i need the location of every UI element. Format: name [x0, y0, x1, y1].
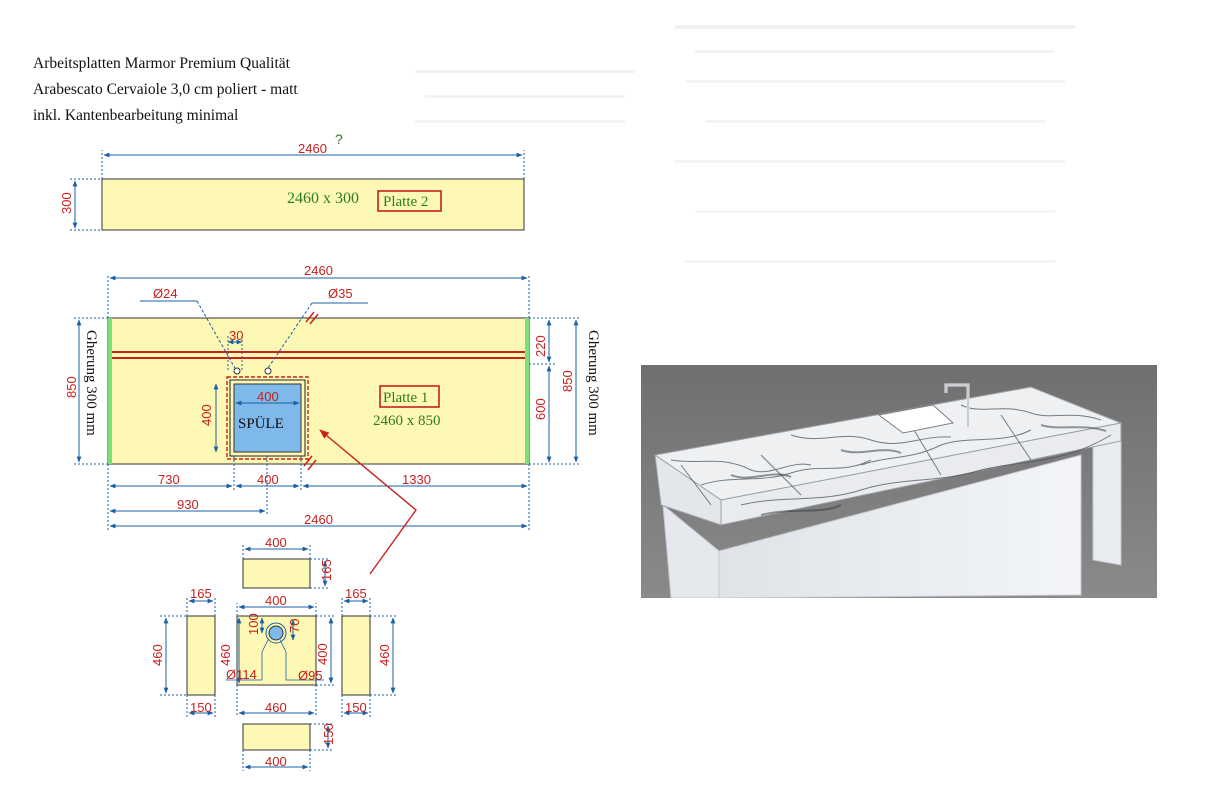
- countertop-left-edge: [654, 453, 722, 526]
- dim-930-label: 930: [177, 497, 199, 512]
- header-line-3: inkl. Kantenbearbeitung minimal: [33, 107, 239, 124]
- sink-width-label: 400: [257, 389, 279, 404]
- dim-70-label: 70: [287, 619, 302, 633]
- faded-scan-strip: [415, 60, 645, 130]
- tap-hole-right: [264, 367, 272, 375]
- header-line-1: Arbeitsplatten Marmor Premium Qualität: [33, 55, 290, 72]
- plate-2-name-box: [377, 190, 442, 212]
- drain-95-label: Ø95: [298, 668, 323, 683]
- dim-400-label: 400: [257, 472, 279, 487]
- sink-part-left-width: 165: [190, 586, 212, 601]
- sink-part-right-width: 165: [345, 586, 367, 601]
- drain-114-label: Ø114: [226, 667, 257, 682]
- dim-220-label: 220: [533, 335, 548, 357]
- dim-730-label: 730: [158, 472, 180, 487]
- sink-basin: [233, 383, 302, 453]
- sink-part-right-height: 460: [377, 644, 392, 666]
- plate-2-width-label: 2460: [298, 141, 327, 156]
- sink-part-center-inner-height: 460: [218, 644, 233, 666]
- plate-1-size-label: 2460 x 850: [373, 413, 441, 429]
- sink-part-left: [186, 615, 216, 696]
- plate-2: 2460 ? 300 2460 x 300 Platte 2: [59, 131, 525, 231]
- sink-part-center-bottom: 460: [265, 700, 287, 715]
- drain-hole: [268, 625, 284, 641]
- dim-30-label: 30: [229, 328, 243, 343]
- dim-600-label: 600: [533, 398, 548, 420]
- plate-1: 2460 Ø24 Ø35 30 400 400 SPÜLE Platte 1 2…: [64, 263, 601, 575]
- dim-100-label: 100: [246, 613, 261, 635]
- hole-right-label: Ø35: [328, 286, 353, 301]
- sink-part-bottom-width: 400: [265, 754, 287, 769]
- sink-part-left-height: 460: [150, 644, 165, 666]
- sink-part-right-bottom: 150: [345, 700, 367, 715]
- tap-hole-left: [233, 367, 241, 375]
- sink-part-top-width: 400: [265, 535, 287, 550]
- sink-part-right: [341, 615, 371, 696]
- sink-part-center-width: 400: [265, 593, 287, 608]
- plate-2-height-label: 300: [59, 192, 74, 214]
- miter-left-label: Gherung 300 mm: [83, 330, 99, 436]
- header-line-2: Arabescato Cervaiole 3,0 cm poliert - ma…: [33, 81, 298, 98]
- plate-1-name-box: [379, 385, 440, 408]
- sink-label: SPÜLE: [238, 415, 284, 432]
- marble-island-render: [641, 365, 1157, 598]
- plate-1-name: Platte 1: [383, 390, 428, 406]
- sink-part-top: [242, 558, 311, 589]
- pointer-arrow: [319, 429, 417, 575]
- plate-1-body: [107, 317, 530, 465]
- sink-height-label: 400: [199, 404, 214, 426]
- miter-strip-right: [525, 318, 529, 464]
- hole-left-label: Ø24: [153, 286, 178, 301]
- technical-drawing: 2460 ? 300 2460 x 300 Platte 2 2460 Ø24 …: [59, 131, 601, 771]
- plate-2-name: Platte 2: [383, 194, 428, 210]
- dim-850-left-label: 850: [64, 376, 79, 398]
- sink-part-left-bottom: 150: [190, 700, 212, 715]
- question-mark: ?: [335, 131, 343, 147]
- dim-1330-label: 1330: [402, 472, 431, 487]
- faded-scan-area: [655, 10, 1085, 300]
- dim-2460-bottom-label: 2460: [304, 512, 333, 527]
- cabinet-left-side: [662, 503, 720, 598]
- sink-recess: [877, 404, 955, 434]
- plate-2-body: [101, 178, 525, 231]
- sink-part-center-height: 400: [315, 643, 330, 665]
- sink-cutout-outer: [226, 376, 309, 460]
- plate-1-width-label: 2460: [304, 263, 333, 278]
- dim-850-right-label: 850: [560, 370, 575, 392]
- miter-right-label: Gherung 300 mm: [585, 330, 601, 436]
- sink-part-top-height: 165: [319, 559, 334, 581]
- miter-strip-left: [108, 318, 112, 464]
- sink-parts: 400 165 165 460 150 400 460 460 400: [150, 535, 398, 771]
- plate-2-size-label: 2460 x 300: [287, 190, 359, 207]
- sink-part-bottom-height: 150: [321, 723, 336, 745]
- sink-part-bottom: [242, 723, 311, 751]
